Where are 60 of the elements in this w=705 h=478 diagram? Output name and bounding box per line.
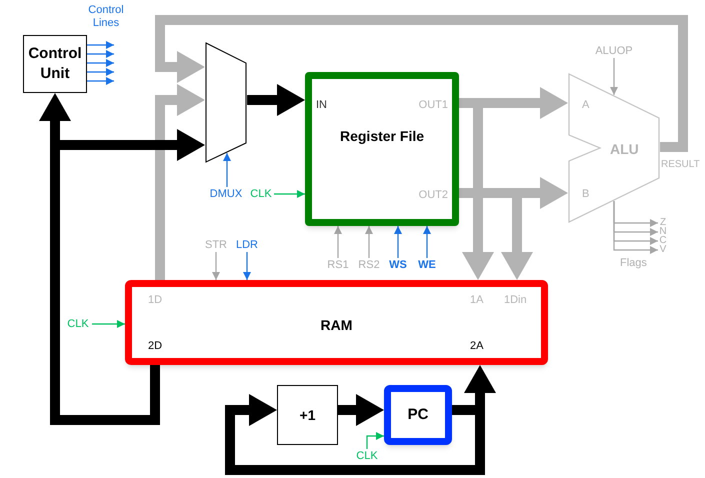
signal-label: DMUX [206,187,246,201]
memory-box [125,280,548,365]
port-label: OUT2 [418,188,448,203]
signal-arrow [366,432,384,449]
signal-label: RS2 [355,258,383,272]
signal-label: RS1 [324,258,352,272]
signal-arrow [87,77,114,85]
bus-arrow [247,84,305,116]
counter-box [384,385,452,445]
block-box [277,385,338,445]
signal-arrow [87,59,114,67]
signal-group-label: Control Lines [87,4,125,30]
signal-label: CLK [353,449,381,463]
signal-arrow [394,226,402,258]
register-file-box [305,72,459,226]
port-label: 1A [470,293,484,308]
signal-arrow [365,226,373,258]
block-label: PC [406,404,430,425]
signal-arrow [92,320,125,328]
signal-arrow [613,201,658,254]
port-label: IN [316,98,327,113]
port-label: 2A [470,339,484,354]
port-label: 2D [148,339,162,354]
signal-label: V [658,244,668,256]
signal-arrow [423,226,431,258]
signal-arrow [87,50,114,58]
block-label: Register File [338,127,426,145]
block-label: Control Unit [27,44,83,84]
signal-group-label: Flags [620,257,647,270]
block-label: ALU [610,140,639,159]
signal-arrow [243,252,251,280]
signal-arrow [610,58,618,95]
signal-label: STR [202,238,230,252]
bus-arrow [225,394,485,475]
signal-label: CLK [64,317,92,331]
alu-shape [568,73,660,223]
signal-label: ALUOP [591,44,637,58]
signal-arrow [274,190,305,198]
signal-label: WS [387,258,409,272]
block-label: RAM [320,316,354,335]
bus-arrow [155,15,688,152]
block-label: +1 [298,406,316,424]
port-label: OUT1 [418,98,448,113]
signal-label: LDR [233,238,261,252]
bus-arrow [338,394,384,426]
signal-arrow [223,153,231,187]
port-label: B [582,187,590,202]
bus-arrow [155,84,205,280]
signal-arrow [87,68,114,76]
block-box [23,35,87,93]
port-label: A [582,98,590,113]
port-label: 1Din [504,293,527,308]
port-label: 1D [148,293,162,308]
multiplexer-shape [205,42,247,163]
signal-arrow [212,252,220,280]
signal-label: CLK [248,187,274,201]
port-label: RESULT [661,159,700,171]
signal-label: WE [416,258,438,272]
signal-arrow [87,41,114,49]
signal-arrow [334,226,342,258]
